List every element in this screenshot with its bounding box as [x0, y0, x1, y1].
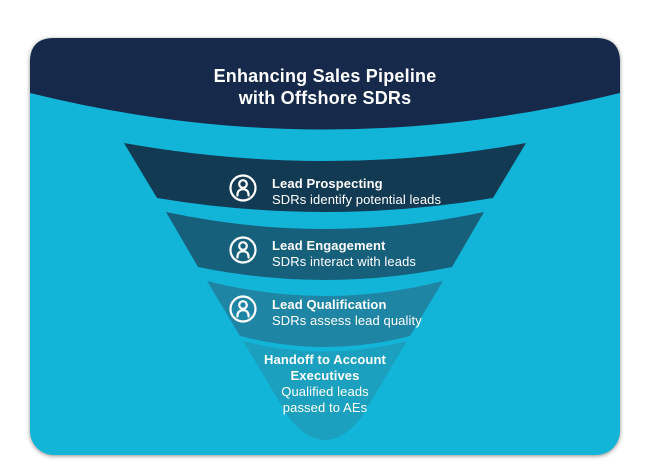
stage-1-description: SDRs identify potential leads: [272, 192, 442, 207]
funnel-stage-3-shape: [207, 281, 443, 347]
stage-2-title: Lead Engagement: [272, 238, 386, 253]
stage-3-description: SDRs assess lead quality: [272, 313, 422, 328]
stage-3-title: Lead Qualification: [272, 297, 386, 312]
header-band: [30, 38, 620, 130]
stage-4-description-line-1: Qualified leads: [281, 384, 369, 399]
header-title: Enhancing Sales Pipeline with Offshore S…: [214, 66, 437, 108]
funnel-stage-1-shape: [124, 143, 526, 212]
stage-2-description: SDRs interact with leads: [272, 254, 416, 269]
funnel-stage-4-shape: [243, 341, 407, 440]
stage-4-description-line-2: passed to AEs: [283, 400, 368, 415]
page-title-line-1: Enhancing Sales Pipeline: [214, 66, 437, 86]
stage-4-title-line-1: Handoff to Account: [264, 352, 386, 367]
page-title-line-2: with Offshore SDRs: [238, 88, 412, 108]
stage-4-title-line-2: Executives: [291, 368, 360, 383]
stage-1-title: Lead Prospecting: [272, 176, 383, 191]
